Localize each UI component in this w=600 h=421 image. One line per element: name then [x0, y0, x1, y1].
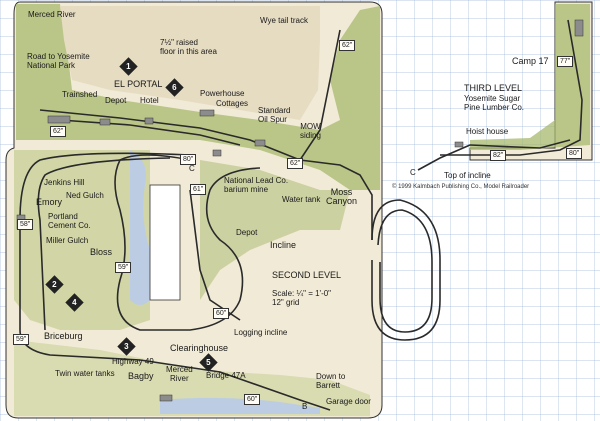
- upper-vegetation: [16, 4, 380, 190]
- label-water-tank: Water tank: [282, 195, 321, 204]
- label-yosemite-sugar-pine: Yosemite Sugar Pine Lumber Co.: [464, 94, 525, 112]
- hoist-house-building: [454, 141, 464, 148]
- upper-loop: [114, 154, 261, 331]
- label-bridge-47a: Bridge 47A: [206, 371, 246, 380]
- aisle-opening: [149, 184, 181, 301]
- grade-marker: 60": [244, 394, 261, 405]
- label-twin-water-tanks: Twin water tanks: [55, 369, 115, 378]
- label-hotel: Hotel: [140, 96, 159, 105]
- grade-marker: 80": [566, 148, 583, 159]
- grade-marker: 77": [557, 56, 574, 67]
- mainline-tracks: [19, 19, 583, 411]
- label-garage-door: Garage door: [326, 397, 371, 406]
- el-portal-yard-track-2: [59, 119, 241, 146]
- label-briceburg: Briceburg: [44, 331, 83, 341]
- label-clearinghouse: Clearinghouse: [170, 343, 229, 353]
- emory-loop: [19, 152, 331, 411]
- label-down-to-barrett: Down to Barrett: [316, 372, 346, 390]
- label-scale: Scale: ¼" = 1'-0" 12" grid: [272, 289, 332, 307]
- label-jenkins-hill: Jenkins Hill: [44, 178, 85, 187]
- hotel-building: [144, 117, 154, 125]
- river-bottom-water: [160, 397, 320, 414]
- label-el-portal: EL PORTAL: [114, 79, 163, 89]
- label-portland-cement: Portland Cement Co.: [48, 212, 91, 230]
- label-merced-river-bottom: Merced River: [166, 365, 193, 383]
- camp17-building: [574, 19, 584, 37]
- label-third-level: THIRD LEVEL: [464, 83, 523, 93]
- label-c-marker: C: [189, 164, 195, 173]
- helix-loop-outer: [371, 199, 441, 341]
- label-emory: Emory: [36, 197, 63, 207]
- incline-track: [189, 189, 241, 321]
- label-mow-siding: MOW siding: [300, 122, 321, 140]
- inner-emory-loop: [37, 157, 171, 331]
- label-bloss: Bloss: [90, 247, 113, 257]
- label-national-lead: National Lead Co. barium mine: [224, 176, 289, 194]
- grade-marker: 80": [180, 154, 197, 165]
- label-ned-gulch: Ned Gulch: [66, 191, 104, 200]
- label-miller-gulch: Miller Gulch: [46, 236, 89, 245]
- trainshed-building: [47, 115, 71, 124]
- grade-marker: 62": [339, 40, 356, 51]
- label-trainshed: Trainshed: [62, 90, 98, 99]
- merced-river-water: [130, 150, 150, 305]
- label-raised-floor: 7½" raised floor in this area: [160, 38, 217, 56]
- label-logging-incline: Logging incline: [234, 328, 288, 337]
- third-level-vegetation: [470, 4, 590, 150]
- label-wye-tail-track: Wye tail track: [260, 16, 308, 25]
- label-standard-oil-spur: Standard Oil Spur: [258, 106, 291, 124]
- label-cottages: Cottages: [216, 99, 249, 108]
- grade-marker: 59": [115, 262, 132, 273]
- grade-marker: 62": [50, 126, 67, 137]
- label-depot-incline: Depot: [236, 228, 258, 237]
- copyright-notice: © 1999 Kalmbach Publishing Co., Model Ra…: [392, 184, 530, 190]
- top-of-incline-track: [417, 144, 471, 171]
- label-bagby: Bagby: [128, 371, 154, 381]
- bagby-building: [159, 394, 173, 402]
- label-incline: Incline: [270, 240, 297, 250]
- label-second-level: SECOND LEVEL: [272, 270, 342, 280]
- grade-marker: 60": [213, 308, 230, 319]
- grade-marker: 62": [287, 158, 304, 169]
- powerhouse-building: [199, 109, 215, 117]
- wye-tail-track: [299, 29, 341, 161]
- grade-marker: 59": [13, 334, 30, 345]
- grade-marker: 61": [190, 184, 207, 195]
- grade-marker: 82": [490, 150, 507, 161]
- label-c-marker-third-level: C: [410, 168, 416, 177]
- label-merced-river: Merced River: [28, 10, 76, 19]
- label-depot-el-portal: Depot: [105, 96, 127, 105]
- grade-marker: 58": [17, 219, 34, 230]
- label-highway-49: Highway 49: [112, 357, 154, 366]
- oil-spur-building: [254, 139, 266, 147]
- helix-loop-inner: [377, 209, 433, 333]
- label-moss-canyon: Moss Canyon: [326, 187, 358, 206]
- third-level-track: [440, 19, 583, 156]
- third-level-track-2: [469, 139, 571, 149]
- bottom-vegetation: [14, 340, 370, 416]
- label-camp-17: Camp 17: [512, 56, 549, 66]
- right-vegetation: [200, 160, 350, 300]
- label-powerhouse: Powerhouse: [200, 89, 245, 98]
- label-b-marker: B: [302, 402, 308, 411]
- upper-sand: [60, 6, 320, 120]
- label-top-of-incline: Top of incline: [444, 171, 491, 180]
- barium-mine-building: [212, 149, 222, 157]
- label-road-yosemite: Road to Yosemite National Park: [27, 52, 90, 70]
- label-hoist-house: Hoist house: [466, 127, 509, 136]
- depot-building: [99, 118, 111, 126]
